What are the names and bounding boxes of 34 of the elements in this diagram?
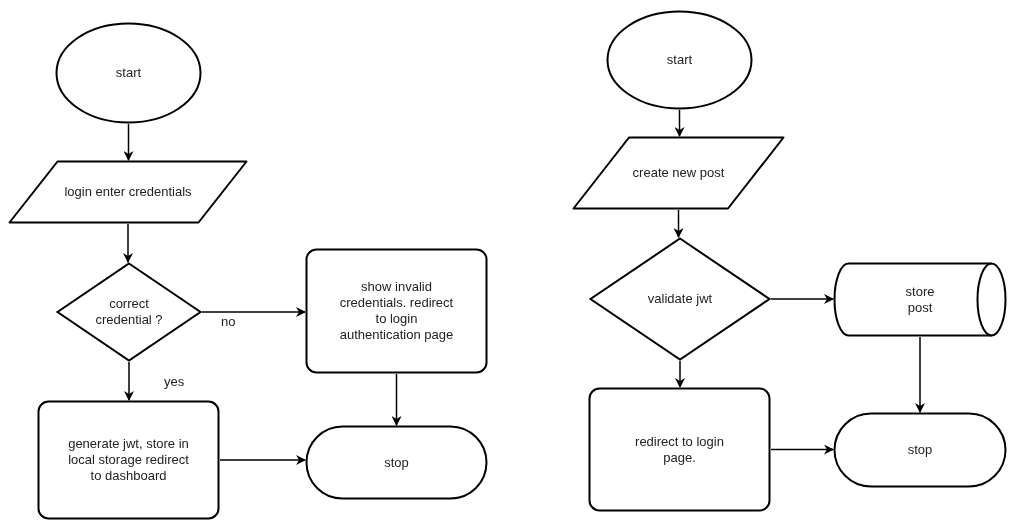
node-label: create new post bbox=[632, 165, 725, 181]
start-ellipse bbox=[55, 22, 202, 124]
node-label: correct credential ? bbox=[94, 296, 164, 328]
arrow bbox=[123, 223, 133, 263]
node-label: start bbox=[666, 52, 693, 68]
arrow bbox=[674, 109, 685, 137]
start-ellipse bbox=[606, 10, 753, 110]
node-label: validate jwt bbox=[647, 291, 713, 307]
node-label: login enter credentials bbox=[64, 184, 192, 200]
arrow bbox=[675, 360, 685, 388]
storage-cylinder bbox=[833, 262, 1007, 337]
decision-diamond bbox=[56, 262, 202, 362]
node-label: generate jwt, store in local storage redirect to dashboard bbox=[67, 436, 190, 484]
process-box bbox=[37, 400, 220, 520]
decision-diamond bbox=[589, 237, 771, 361]
arrow bbox=[391, 373, 402, 426]
arrow bbox=[915, 336, 925, 413]
arrow bbox=[201, 307, 306, 317]
input-parallelogram bbox=[572, 136, 785, 210]
node-label: store post bbox=[904, 283, 936, 316]
node-label: start bbox=[115, 65, 142, 81]
node-label: redirect to login page. bbox=[634, 433, 725, 466]
process-box bbox=[588, 387, 771, 512]
node-label: stop bbox=[384, 454, 409, 471]
arrow bbox=[673, 209, 684, 238]
node-label: show invalid credentials. redirect to login authentication page bbox=[338, 279, 455, 343]
process-box bbox=[305, 248, 488, 374]
arrow bbox=[123, 123, 134, 161]
arrow bbox=[770, 294, 834, 304]
arrow bbox=[124, 361, 134, 401]
arrow bbox=[219, 455, 306, 465]
input-parallelogram bbox=[8, 160, 248, 224]
node-label: stop bbox=[907, 442, 933, 458]
arrow bbox=[770, 444, 834, 455]
